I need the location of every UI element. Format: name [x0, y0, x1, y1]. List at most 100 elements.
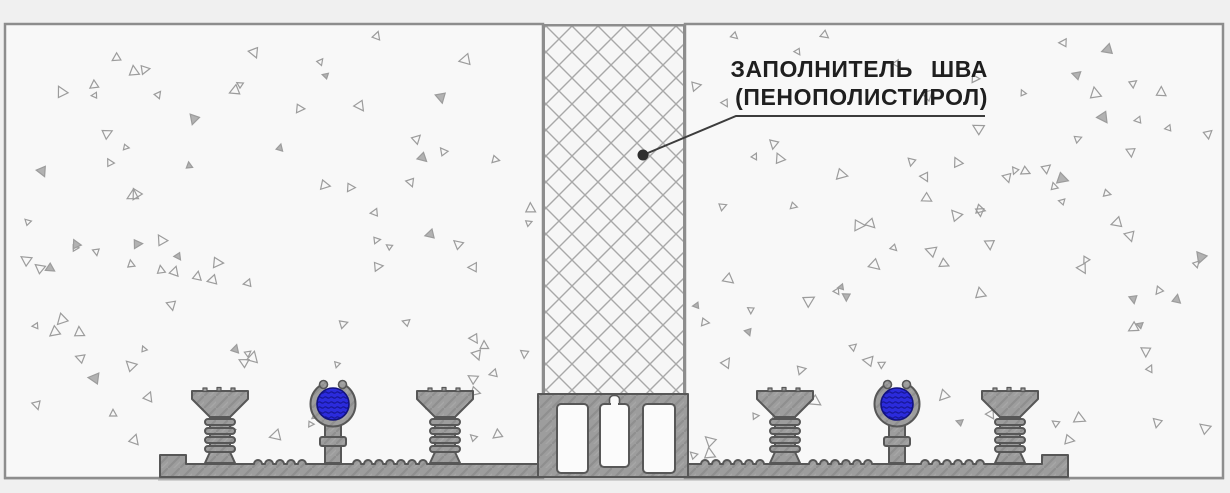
concrete-speckle — [524, 201, 537, 213]
concrete-speckle — [1072, 410, 1087, 423]
concrete-speckle — [308, 420, 316, 429]
concrete-speckle — [691, 301, 700, 310]
concrete-speckle — [243, 350, 252, 359]
concrete-speckle — [352, 99, 365, 112]
concrete-speckle — [126, 258, 137, 268]
concrete-speckle — [132, 187, 144, 201]
joint-filler-hatch — [544, 25, 684, 394]
concrete-speckle — [835, 167, 850, 180]
concrete-speckle — [950, 209, 964, 223]
concrete-speckle — [768, 139, 780, 151]
concrete-speckle — [1064, 433, 1076, 445]
concrete-speckle — [1051, 420, 1061, 429]
concrete-speckle — [975, 203, 987, 214]
concrete-speckle — [470, 349, 482, 362]
concrete-speckle — [89, 91, 98, 100]
concrete-speckle — [44, 261, 56, 272]
expansion-profile — [159, 376, 1069, 478]
concrete-speckle — [370, 30, 381, 41]
concrete-speckle — [30, 400, 41, 411]
concrete-speckle — [346, 182, 357, 193]
concrete-speckle — [434, 92, 447, 105]
concrete-speckle — [492, 427, 504, 439]
concrete-speckle — [971, 73, 982, 84]
concrete-speckle — [719, 356, 731, 370]
concrete-speckle — [524, 220, 534, 228]
concrete-speckle — [1055, 171, 1070, 184]
concrete-speckle — [920, 89, 934, 103]
concrete-speckle — [320, 72, 330, 81]
concrete-speckle — [333, 360, 342, 370]
cable-cross-section — [316, 387, 350, 421]
callout-group: ЗАПОЛНИТЕЛЬ ШВА (ПЕНОПОЛИСТИРОЛ) — [637, 56, 988, 161]
concrete-speckle — [1127, 80, 1138, 90]
concrete-speckle — [452, 239, 465, 251]
concrete-speckle — [1100, 42, 1114, 55]
concrete-speckle — [128, 64, 141, 76]
concrete-speckle — [1073, 135, 1083, 145]
concrete-speckle — [247, 46, 259, 60]
concrete-speckle — [1109, 215, 1123, 228]
concrete-speckle — [212, 256, 225, 269]
concrete-speckle — [704, 435, 718, 449]
concrete-speckle — [373, 261, 385, 273]
concrete-speckle — [479, 339, 490, 350]
concrete-speckle — [1095, 110, 1108, 124]
concrete-speckle — [338, 320, 349, 330]
concrete-speckle — [721, 271, 735, 284]
concrete-speckle — [877, 361, 887, 370]
concrete-speckle — [111, 51, 122, 62]
concrete-speckle — [56, 312, 70, 326]
concrete-speckle — [241, 277, 252, 288]
concrete-speckle — [918, 171, 929, 183]
concrete-speckle — [818, 29, 830, 39]
concrete-speckle — [519, 349, 530, 360]
concrete-speckle — [1020, 88, 1028, 97]
callout-line-2: (ПЕНОПОЛИСТИРОЛ) — [735, 84, 988, 110]
concrete-speckle — [141, 344, 149, 353]
concrete-speckle — [108, 408, 118, 417]
concrete-speckle — [156, 264, 167, 275]
concrete-speckle — [1135, 321, 1144, 330]
concrete-speckle — [1202, 129, 1213, 141]
concrete-speckle — [920, 191, 933, 202]
concrete-speckle — [127, 433, 139, 446]
concrete-speckle — [1127, 294, 1138, 305]
concrete-speckle — [863, 217, 876, 229]
concrete-speckle — [841, 293, 852, 303]
concrete-speckle — [861, 355, 874, 368]
concrete-speckle — [938, 257, 951, 268]
concrete-speckle — [401, 318, 411, 328]
concrete-speckle — [48, 324, 62, 337]
concrete-speckle — [1050, 181, 1060, 191]
concrete-speckle — [34, 263, 47, 275]
concrete-speckle — [439, 146, 450, 157]
profile-cable-clips — [309, 376, 921, 464]
anchor-rib — [191, 386, 249, 464]
anchor-rib — [756, 386, 814, 464]
concrete-speckle — [891, 58, 899, 68]
concrete-speckle — [1127, 320, 1140, 332]
concrete-speckle — [185, 160, 194, 169]
concrete-speckle — [1125, 148, 1136, 159]
concrete-speckle — [268, 427, 282, 441]
concrete-speckle — [700, 317, 711, 327]
concrete-speckle — [1083, 255, 1092, 265]
concrete-speckle — [1011, 166, 1020, 176]
concrete-speckle — [801, 296, 816, 309]
anchor-rib — [981, 386, 1039, 464]
concrete-speckle — [168, 265, 179, 278]
concrete-speckle — [938, 388, 952, 402]
concrete-speckle — [1155, 284, 1165, 296]
concrete-speckle — [789, 201, 799, 210]
concrete-speckle — [1089, 85, 1103, 99]
concrete-speckle — [107, 157, 116, 168]
concrete-speckle — [703, 446, 717, 459]
concrete-speckle — [235, 81, 245, 90]
concrete-speckle — [275, 142, 284, 152]
concrete-speckle — [245, 349, 259, 364]
concrete-speckle — [796, 365, 808, 376]
concrete-speckle — [1040, 164, 1052, 175]
concrete-speckle — [73, 325, 86, 337]
